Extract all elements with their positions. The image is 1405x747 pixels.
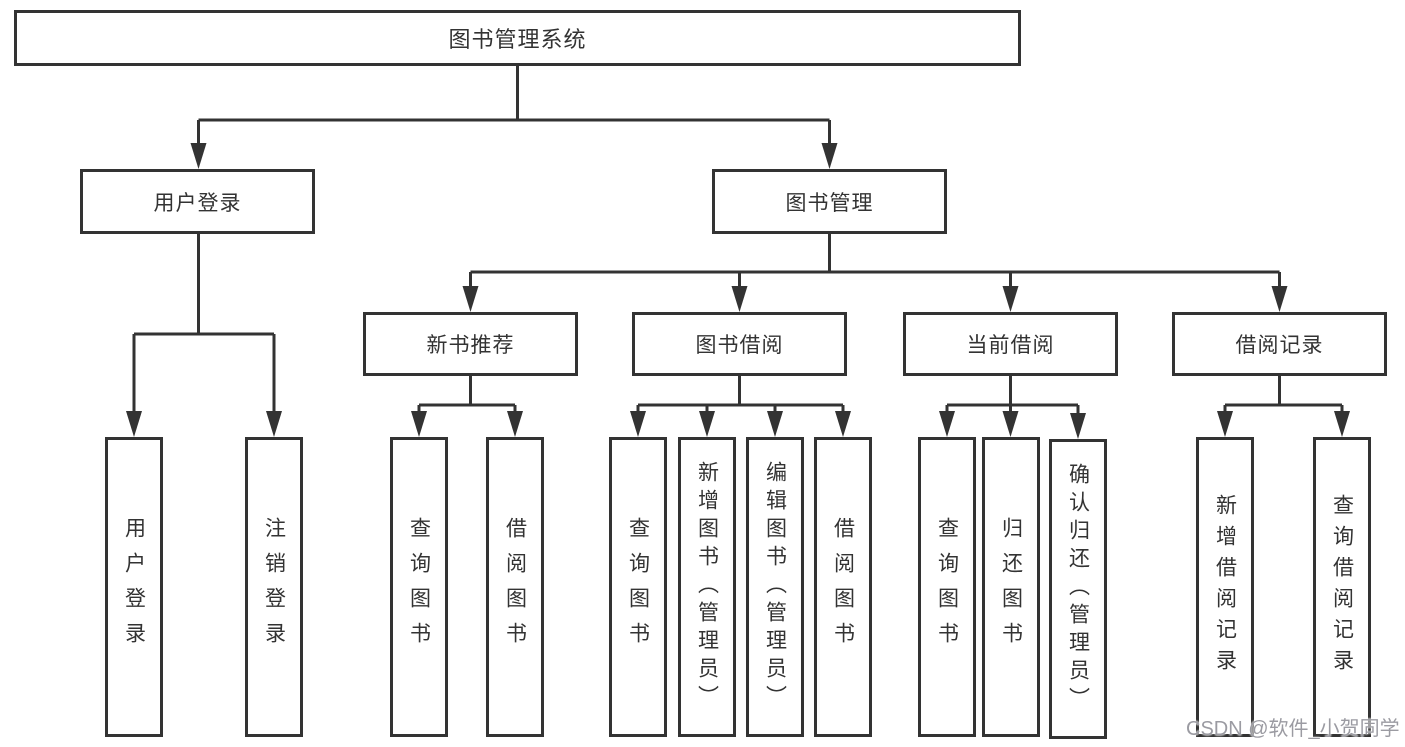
node-add-books-admin: 新增图书（管理员） [678, 437, 736, 737]
connector-book-borrow-children [630, 376, 851, 437]
node-label: 用户登录 [153, 191, 242, 215]
node-label: 图书管理 [785, 191, 874, 215]
node-query-books-current: 查询图书 [918, 437, 976, 737]
node-user-login-leaf: 用户登录 [105, 437, 163, 737]
node-label: 注销登录 [262, 517, 286, 657]
arrow-down-icon [1217, 411, 1233, 437]
node-logout: 注销登录 [245, 437, 303, 737]
connector-user-login-children [126, 234, 282, 437]
node-borrow-books-recommend: 借阅图书 [486, 437, 544, 737]
node-edit-books-admin: 编辑图书（管理员） [746, 437, 804, 737]
arrow-down-icon [1002, 411, 1019, 437]
arrow-down-icon [1271, 286, 1288, 312]
connector-borrow-record-children [1217, 376, 1350, 437]
arrow-down-icon [767, 411, 783, 437]
arrow-down-icon [507, 411, 523, 437]
node-library-management-system: 图书管理系统 [14, 10, 1021, 66]
node-label: 图书借阅 [695, 334, 784, 357]
arrow-down-icon [630, 411, 646, 437]
node-label: 查询图书 [407, 517, 431, 657]
node-label: 用户登录 [122, 517, 146, 657]
node-label: 借阅图书 [831, 517, 855, 657]
node-return-books: 归还图书 [982, 437, 1040, 737]
arrow-down-icon [190, 143, 207, 169]
node-book-management: 图书管理 [712, 169, 947, 234]
node-label: 借阅图书 [503, 517, 527, 657]
node-label: 图书管理系统 [448, 27, 587, 52]
connector-current-borrow-children [939, 376, 1086, 439]
node-query-books-recommend: 查询图书 [390, 437, 448, 737]
node-label: 查询图书 [935, 517, 959, 657]
node-label: 查询图书 [626, 517, 650, 657]
node-new-book-recommend: 新书推荐 [363, 312, 578, 376]
node-label: 新增图书（管理员） [695, 461, 719, 713]
node-label: 新书推荐 [426, 334, 515, 357]
node-borrow-record: 借阅记录 [1172, 312, 1387, 376]
arrow-down-icon [266, 411, 282, 437]
node-label: 归还图书 [999, 517, 1023, 657]
node-label: 借阅记录 [1235, 334, 1324, 357]
node-label: 确认归还（管理员） [1066, 463, 1090, 715]
arrow-down-icon [699, 411, 715, 437]
node-confirm-return-admin: 确认归还（管理员） [1049, 439, 1107, 739]
node-query-books-borrow: 查询图书 [609, 437, 667, 737]
node-book-borrow: 图书借阅 [632, 312, 847, 376]
arrow-down-icon [835, 411, 851, 437]
csdn-watermark: CSDN @软件_小贺同学 [1186, 718, 1400, 740]
arrow-down-icon [126, 411, 142, 437]
node-label: 编辑图书（管理员） [763, 461, 787, 713]
node-label: 查询借阅记录 [1330, 494, 1354, 680]
node-user-login: 用户登录 [80, 169, 315, 234]
connector-book-management-children [462, 234, 1288, 312]
node-borrow-books-leaf: 借阅图书 [814, 437, 872, 737]
connector-new-book-recommend-children [411, 376, 523, 437]
arrow-down-icon [411, 411, 427, 437]
arrow-down-icon [1334, 411, 1350, 437]
arrow-down-icon [821, 143, 838, 169]
node-add-borrow-record: 新增借阅记录 [1196, 437, 1254, 737]
node-current-borrow: 当前借阅 [903, 312, 1118, 376]
arrow-down-icon [939, 411, 955, 437]
arrow-down-icon [1070, 413, 1086, 439]
arrow-down-icon [462, 286, 479, 312]
node-query-borrow-record: 查询借阅记录 [1313, 437, 1371, 737]
node-label: 当前借阅 [966, 334, 1055, 357]
node-label: 新增借阅记录 [1213, 494, 1237, 680]
connector-root-to-level2 [190, 66, 838, 169]
arrow-down-icon [1002, 286, 1019, 312]
arrow-down-icon [731, 286, 748, 312]
